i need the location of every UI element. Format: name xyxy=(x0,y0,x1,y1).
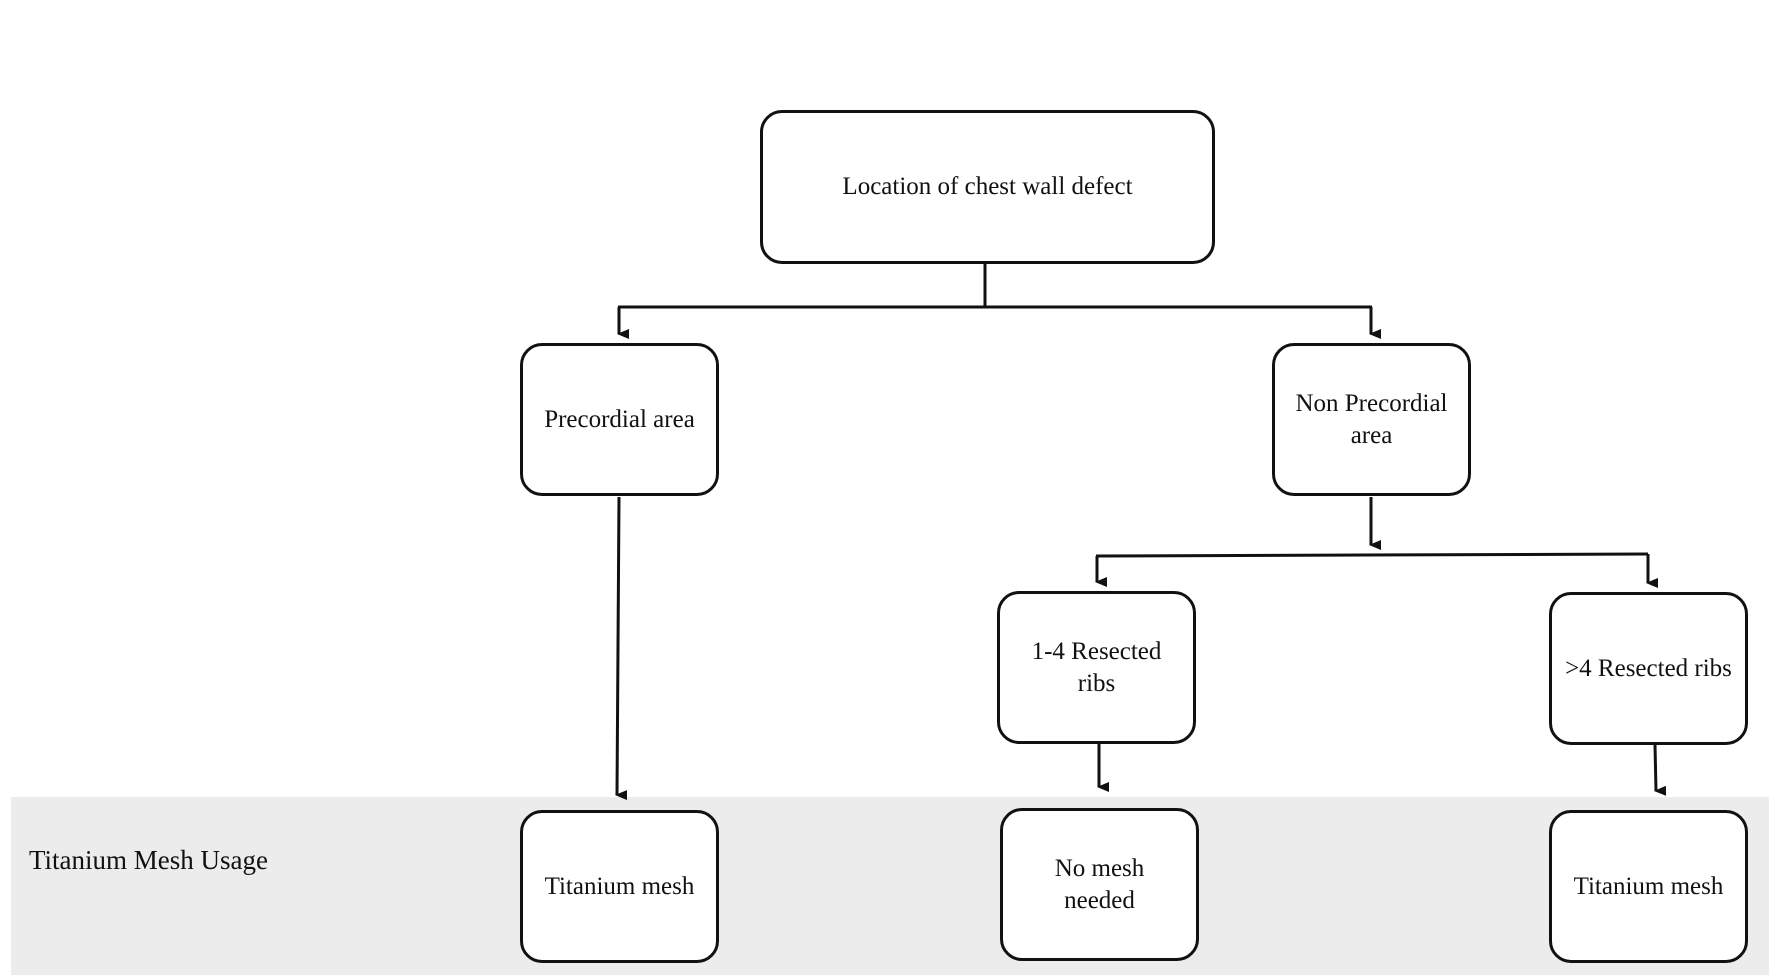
arrow-precordial-to-mesh xyxy=(615,496,628,801)
node-non-precordial-area-label: Non Precordial area xyxy=(1295,389,1448,449)
node-ribs-1-4: 1-4 Resected ribs xyxy=(997,591,1196,744)
node-non-precordial-area: Non Precordial area xyxy=(1272,343,1471,496)
node-root: Location of chest wall defect xyxy=(760,110,1215,264)
connector-ribs-horizontal xyxy=(1095,552,1649,558)
node-outcome-titanium-mesh-right: Titanium mesh xyxy=(1549,810,1748,963)
node-ribs-over-4: >4 Resected ribs xyxy=(1549,592,1748,745)
node-precordial-area: Precordial area xyxy=(520,343,719,496)
node-outcome-no-mesh: No mesh needed xyxy=(1000,808,1199,961)
node-outcome-no-mesh-label: No mesh needed xyxy=(1054,854,1145,914)
node-outcome-titanium-mesh-left: Titanium mesh xyxy=(520,810,719,963)
node-root-label: Location of chest wall defect xyxy=(842,173,1133,200)
node-ribs-over-4-label: >4 Resected ribs xyxy=(1565,654,1732,682)
node-outcome-titanium-mesh-right-label: Titanium mesh xyxy=(1573,872,1724,900)
arrow-ribs-many-to-outcome xyxy=(1653,744,1667,796)
node-ribs-1-4-label: 1-4 Resected ribs xyxy=(1031,637,1162,697)
node-outcome-titanium-mesh-left-label: Titanium mesh xyxy=(544,872,695,900)
outcome-band xyxy=(11,797,1769,975)
node-precordial-area-label: Precordial area xyxy=(544,405,695,433)
band-label: Titanium Mesh Usage xyxy=(29,845,269,875)
